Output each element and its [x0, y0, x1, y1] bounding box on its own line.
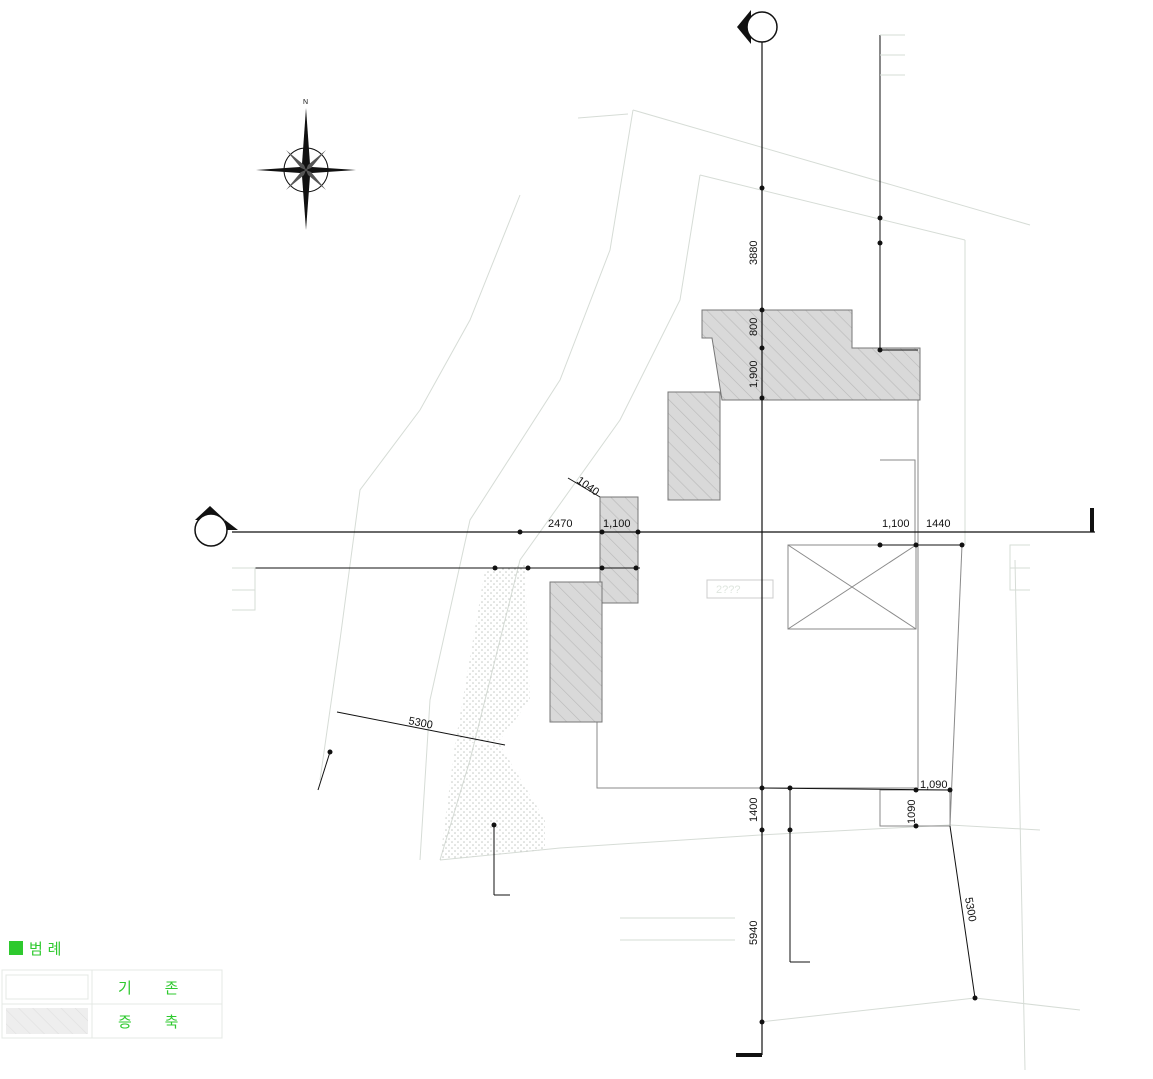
- dimension-dots: [327, 185, 978, 1025]
- dim-1090-h: 1,090: [920, 779, 948, 791]
- dim-2470: 2470: [548, 518, 572, 530]
- planting-zone-lower: [440, 745, 545, 860]
- terrain-lines: [319, 109, 1081, 1071]
- section-marker-left: [194, 506, 238, 547]
- legend-marker: [9, 941, 23, 955]
- dim-5300-left: 5300: [407, 715, 433, 731]
- dim-5940: 5940: [748, 921, 760, 945]
- dim-1100-left: 1,100: [603, 518, 631, 530]
- axis-end-bottom: [736, 1053, 762, 1057]
- axis-end-right: [1090, 508, 1094, 532]
- north-compass-icon: N: [256, 99, 356, 230]
- legend-extension-label: 증 축: [118, 1013, 192, 1031]
- legend-title: 범 례: [29, 940, 61, 958]
- legend-existing-label: 기 존: [118, 979, 192, 997]
- dim-3880: 3880: [748, 241, 760, 265]
- dimension-lines: [255, 35, 976, 999]
- axis-lines: [232, 42, 1095, 1055]
- dim-1900: 1,900: [748, 360, 760, 388]
- section-marker-top: [737, 10, 778, 44]
- dim-1100-right: 1,100: [882, 518, 910, 530]
- legend: 범 례 기 존 증 축: [1, 940, 223, 1039]
- room-label: 2???: [716, 584, 740, 596]
- dim-5300-right: 5300: [962, 896, 978, 922]
- legend-existing-swatch: [5, 974, 89, 1000]
- faint-annotations: [232, 34, 1030, 941]
- planting-zone-upper: [455, 565, 530, 745]
- dim-1400: 1400: [748, 798, 760, 822]
- dim-800: 800: [748, 318, 760, 336]
- existing-building-outline: [596, 400, 963, 827]
- north-label: N: [303, 99, 308, 106]
- dim-1090-v: 1090: [906, 800, 918, 824]
- dim-1440: 1440: [926, 518, 950, 530]
- room-label-box: [706, 579, 774, 599]
- extension-hatched-areas: [549, 309, 921, 723]
- legend-extension-swatch: [6, 1008, 88, 1034]
